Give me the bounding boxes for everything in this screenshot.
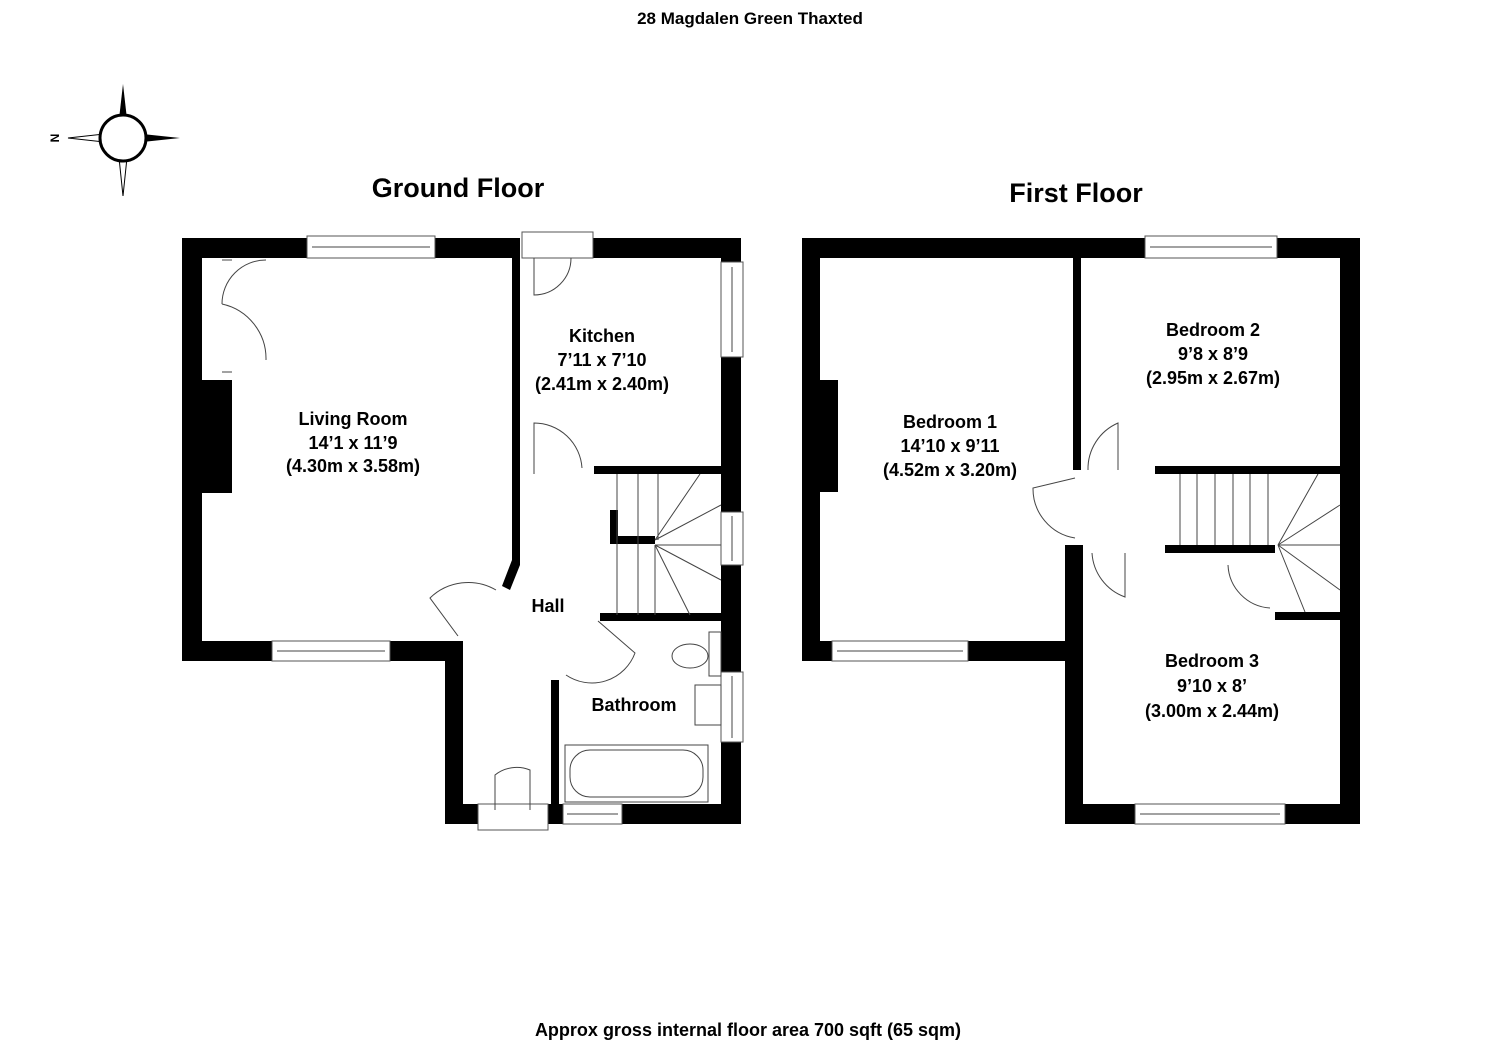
bathroom-name: Bathroom [592,695,677,715]
living-room-metric: (4.30m x 3.58m) [286,456,420,476]
kitchen-imperial: 7’11 x 7’10 [557,350,646,370]
bedroom-1-imperial: 14’10 x 9’11 [900,436,999,456]
compass-north-label: N [48,134,62,143]
floor-area-footer: Approx gross internal floor area 700 sqf… [535,1020,961,1040]
first-floor-heading: First Floor [1009,178,1143,208]
bedroom-1-name: Bedroom 1 [903,412,997,432]
hall-name: Hall [531,596,564,616]
bedroom-3-metric: (3.00m x 2.44m) [1145,701,1279,721]
first-floor-plan [802,235,1360,825]
bedroom-1-metric: (4.52m x 3.20m) [883,460,1017,480]
kitchen-metric: (2.41m x 2.40m) [535,374,669,394]
bedroom-2-imperial: 9’8 x 8’9 [1178,344,1248,364]
bedroom-2-name: Bedroom 2 [1166,320,1260,340]
ground-floor-plan [182,231,744,831]
plan-title: 28 Magdalen Green Thaxted [637,9,863,28]
bedroom-3-imperial: 9’10 x 8’ [1177,676,1247,696]
compass-icon: N [48,84,180,197]
living-room-imperial: 14’1 x 11’9 [308,433,397,453]
living-room-name: Living Room [299,409,408,429]
bedroom-2-metric: (2.95m x 2.67m) [1146,368,1280,388]
kitchen-name: Kitchen [569,326,635,346]
ground-floor-heading: Ground Floor [372,173,545,203]
bedroom-3-name: Bedroom 3 [1165,651,1259,671]
